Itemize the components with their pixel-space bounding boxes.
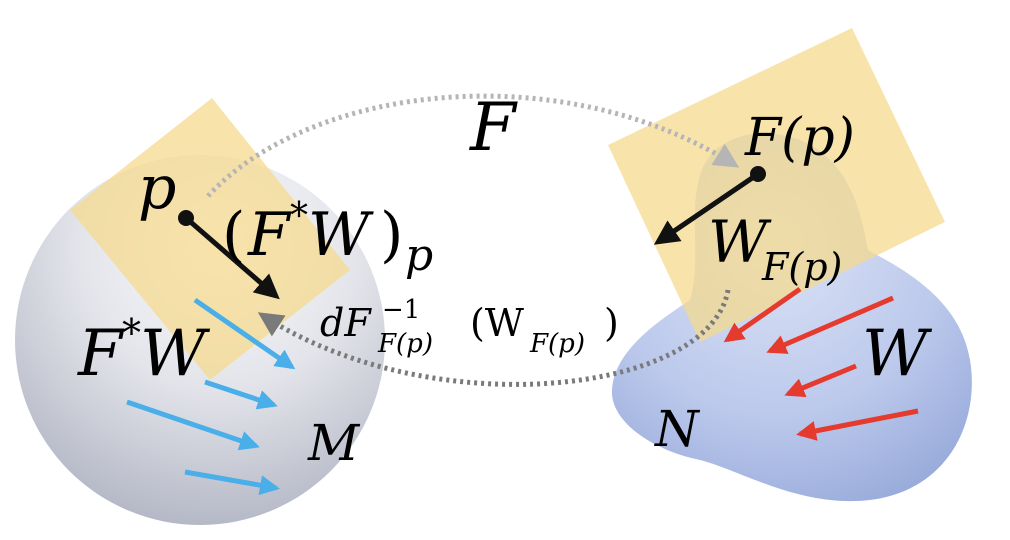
W-main: W: [708, 208, 772, 276]
label-inverse-differential: dF −1 F(p) (W F(p) ): [320, 295, 619, 359]
inverse-differential-dotted-arrow: [257, 289, 731, 387]
point-Fp-dot: [750, 166, 766, 182]
tangent-plane-at-Fp: [608, 28, 945, 342]
blue-arrow: [126, 399, 260, 451]
inv-sub: F(p): [377, 329, 433, 359]
label-field-W: W: [862, 317, 933, 391]
inv-arg-close: ): [604, 301, 619, 345]
label-point-Fp: F(p): [744, 108, 855, 168]
label-point-p: p: [138, 153, 176, 223]
blue-arrow: [193, 297, 296, 370]
label-pullback-at-p: ( F * W ) p: [222, 196, 433, 281]
pullback-sub-p: p: [405, 230, 433, 281]
red-arrow: [784, 363, 857, 398]
inv-arg-open: (W: [470, 301, 524, 345]
paren-close: ): [380, 200, 403, 270]
field-F: F: [77, 317, 125, 391]
W-sub: F(p): [761, 245, 842, 289]
W-field-arrows: [723, 286, 919, 441]
label-W-at-Fp: W F(p): [708, 208, 842, 289]
pullback-W: W: [308, 200, 374, 270]
label-manifold-M: M: [307, 414, 361, 472]
label-pullback-field: F * W: [77, 311, 211, 391]
pullback-vector-at-p: [184, 216, 280, 300]
paren-open: (: [222, 200, 245, 270]
pullback-field-arrows: [126, 297, 296, 496]
inv-arg-sub: F(p): [529, 329, 585, 359]
W-vector-at-Fp: [653, 171, 760, 245]
point-p-dot: [178, 210, 194, 226]
red-arrow: [723, 286, 802, 343]
field-W: W: [140, 317, 211, 391]
red-arrow: [766, 295, 894, 354]
red-arrow: [796, 408, 919, 441]
pullback-star: *: [290, 196, 308, 237]
label-map-F: F: [469, 89, 518, 166]
inv-sup: −1: [382, 295, 420, 325]
map-F-dotted-arrow: [206, 93, 740, 198]
field-star: *: [122, 311, 141, 355]
inv-dF: dF: [320, 301, 372, 345]
blue-arrow: [184, 469, 280, 496]
pullback-F: F: [247, 200, 292, 270]
blue-arrow: [204, 379, 278, 410]
label-manifold-N: N: [654, 400, 701, 458]
